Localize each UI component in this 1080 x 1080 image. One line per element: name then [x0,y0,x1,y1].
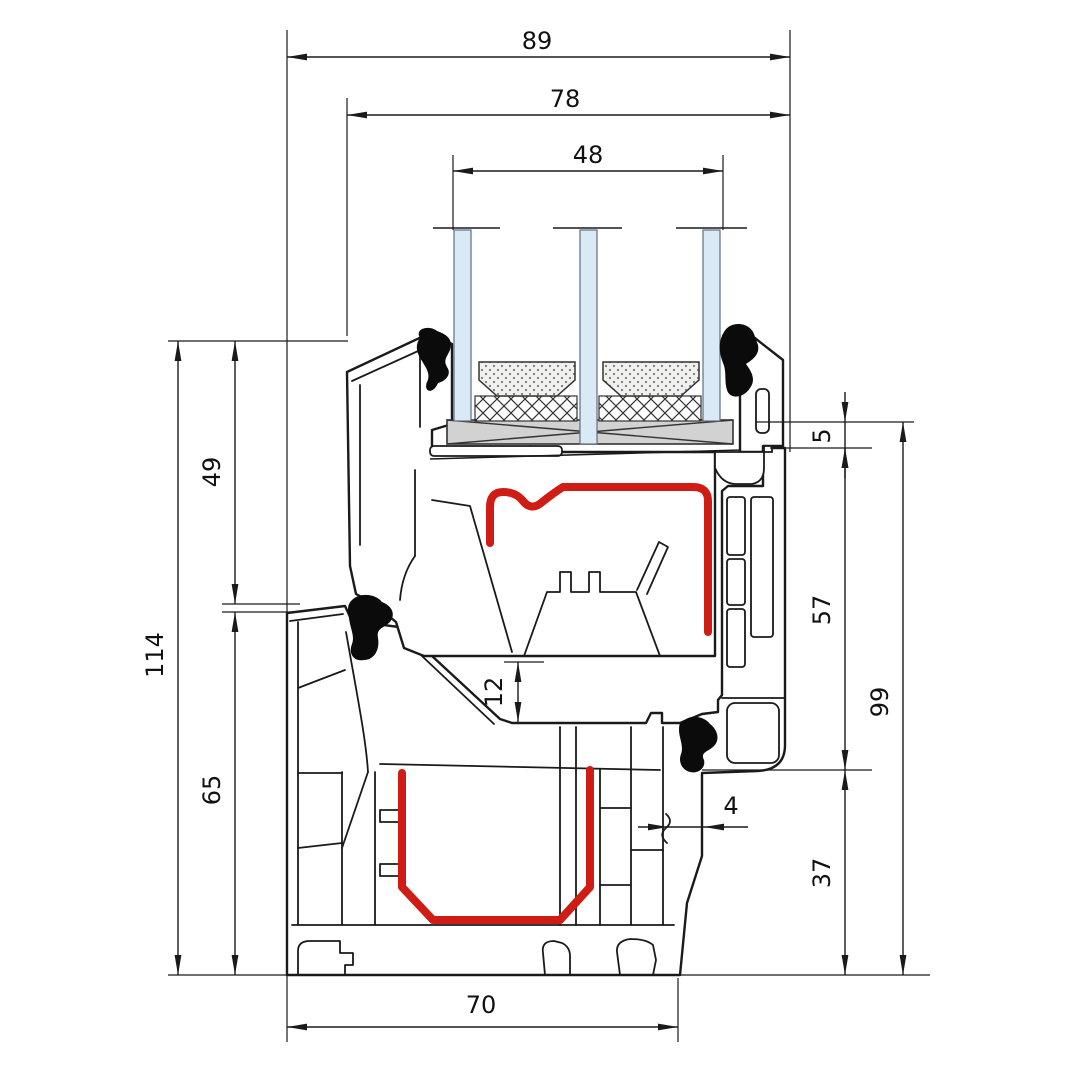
dimension-label-height-57: 57 [808,595,836,626]
dimension-height-37: 37 [808,770,849,975]
glazing-unit [429,227,747,460]
spacer-crosshatch-left [474,395,578,422]
dimension-label-height-99: 99 [866,687,894,718]
dimension-width-89: 89 [287,27,790,61]
overlap-gasket-left [348,594,393,661]
glass-pane-inner [702,229,721,422]
frame-upstand-cells [726,496,780,764]
dimension-label-height-5: 5 [808,428,836,443]
dimension-label-height-65: 65 [198,775,226,806]
sash-chamber-webs [351,346,669,657]
dimension-height-12: 12 [480,662,522,722]
dimension-label-height-12: 12 [480,677,508,708]
dimension-height-49: 49 [198,341,239,604]
sash-overlap-hook [714,445,773,485]
dimension-label-height-114: 114 [141,632,169,678]
spacer-desiccant-left [478,361,576,397]
glazing-bridge-edge [429,449,742,460]
sash-steel-contour [486,483,712,636]
spacer-desiccant-right [602,361,700,397]
gaskets [348,323,759,773]
dimension-width-4: 4 [638,792,748,831]
steel-reinforcement [398,483,712,924]
dimension-height-99: 99 [866,422,907,975]
frame-chamber-webs [289,613,786,926]
dimension-label-width-48: 48 [573,141,604,169]
dimension-width-78: 78 [347,85,790,119]
glazing-bridge [429,445,563,457]
glass-pane-outer [453,229,472,422]
dimension-label-height-37: 37 [808,858,836,889]
dimension-height-114: 114 [141,341,182,975]
dimension-label-width-78: 78 [550,85,581,113]
glazing-gasket-left [416,327,451,391]
dimension-label-width-70: 70 [466,991,497,1019]
extension-lines [168,30,930,1042]
dimension-height-65: 65 [198,612,239,975]
dimension-annotations: 89 78 48 49 114 65 5 57 99 37 12 4 70 [141,27,907,1031]
dimension-height-57: 57 [808,448,849,770]
dimension-width-70: 70 [287,991,678,1031]
spacer-crosshatch-right [598,395,702,422]
dimension-label-width-4: 4 [723,792,738,820]
dimension-label-height-49: 49 [198,457,226,488]
glass-pane-middle [579,229,598,445]
overlap-gasket-right [679,716,718,773]
frame-steel-u-channel [398,766,594,924]
sash-leg-slot [755,388,770,434]
dimension-label-width-89: 89 [522,27,553,55]
dimension-width-48: 48 [453,141,723,175]
frame-profile [285,446,787,977]
frame-screw-channels [297,938,657,976]
glazing-gasket-right [719,323,759,397]
